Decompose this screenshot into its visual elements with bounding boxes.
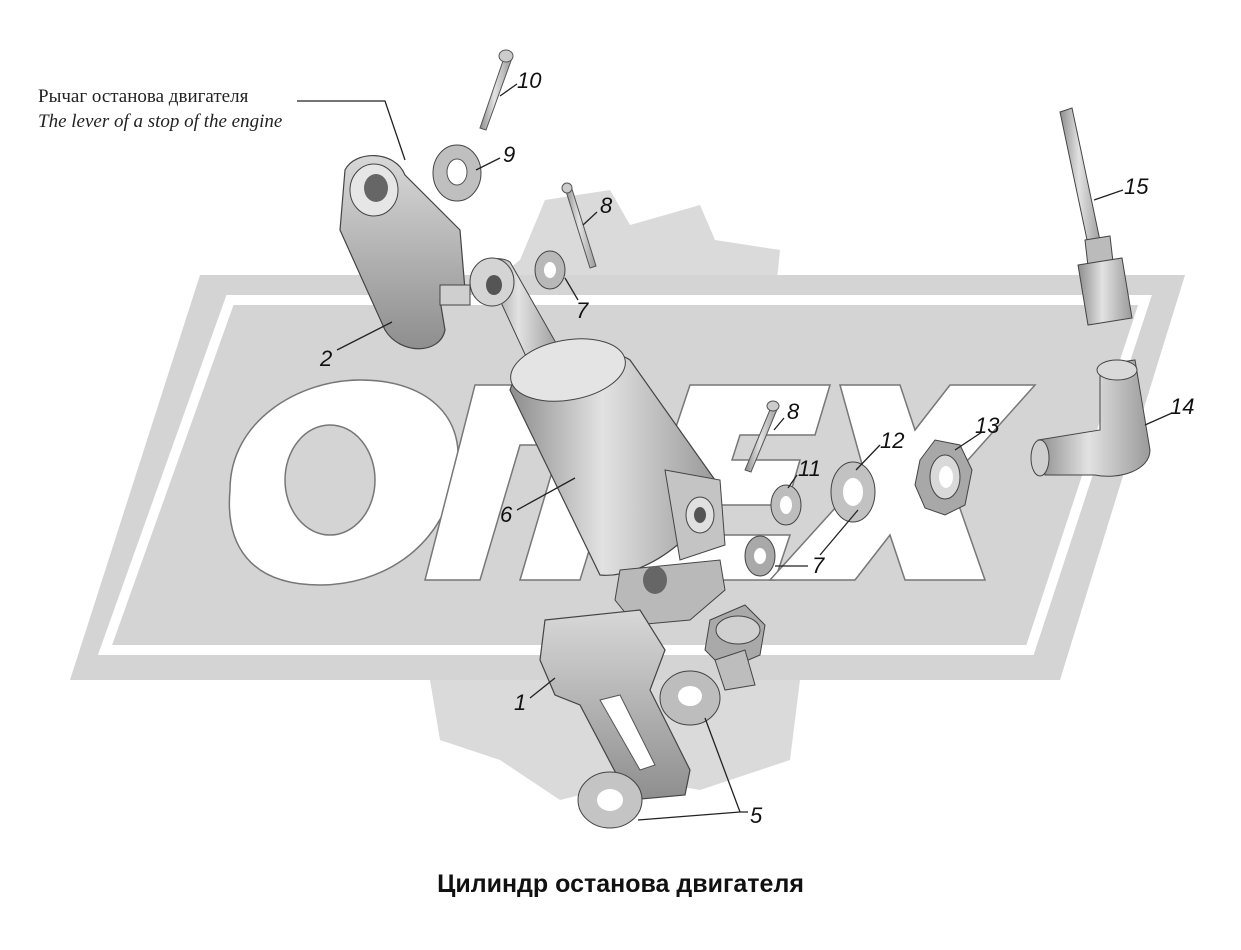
callout-14: 14 [1170, 394, 1194, 419]
watermark-band-inner [97, 295, 1152, 655]
leader-2 [336, 321, 393, 351]
leader-15 [1093, 189, 1124, 201]
part-1-bracket [539, 609, 691, 801]
leader-8-top [582, 211, 598, 226]
part-7-washer-middle [744, 535, 776, 577]
callout-12: 12 [880, 428, 904, 453]
part-10-cotter-pin [479, 49, 514, 131]
callout-7-top: 7 [576, 298, 589, 323]
watermark-letter-x [768, 384, 1037, 581]
leader-annotation [297, 100, 406, 161]
callout-1: 1 [514, 690, 526, 715]
part-8-cotter-pin-top [561, 182, 597, 269]
part-5-washer-lower [577, 771, 643, 829]
leader-6 [516, 477, 576, 511]
part-5-washer-upper [659, 670, 721, 726]
part-6-cylinder [469, 257, 726, 626]
callout-9: 9 [503, 142, 515, 167]
callout-10: 10 [517, 68, 542, 93]
callout-7-middle: 7 [812, 553, 825, 578]
part-7-washer-top [534, 250, 566, 290]
callout-8-middle: 8 [787, 399, 800, 424]
part-9-washer [432, 144, 482, 202]
callout-2: 2 [319, 346, 332, 371]
leader-7-top [564, 277, 579, 301]
callout-13: 13 [975, 413, 1000, 438]
watermark-letter-o-hole [284, 424, 376, 536]
callout-6: 6 [500, 502, 513, 527]
part-2-lever [339, 155, 471, 350]
leader-12 [819, 444, 881, 556]
leader-10 [499, 83, 518, 97]
bracket-bolt [704, 604, 766, 691]
part-8-cotter-pin-middle [744, 400, 780, 473]
callout-labels: 1 2 5 6 7 7 7 8 8 9 10 11 12 13 14 15 [319, 68, 1194, 828]
leader-5 [637, 717, 748, 821]
leader-11 [787, 474, 798, 489]
leader-8-middle [773, 417, 785, 431]
callout-8-top: 8 [600, 193, 613, 218]
annotation-en: The lever of a stop of the engine [38, 111, 283, 132]
part-13-hex-nut [914, 439, 973, 516]
part-14-elbow-fitting [1030, 359, 1151, 477]
leader-lines [297, 83, 1173, 821]
part-12-washer [830, 461, 876, 523]
leader-9 [475, 157, 501, 171]
callout-5: 5 [750, 803, 763, 828]
part-11-washer [770, 484, 802, 526]
leader-14 [1144, 412, 1173, 426]
annotation-ru: Рычаг останова двигателя [38, 86, 249, 107]
diagram-caption: Цилиндр останова двигателя [437, 870, 804, 898]
leader-13 [954, 431, 983, 451]
callout-11: 11 [798, 456, 821, 481]
callout-15: 15 [1124, 174, 1149, 199]
leader-1 [529, 677, 556, 699]
part-15-pipe [1059, 107, 1133, 326]
